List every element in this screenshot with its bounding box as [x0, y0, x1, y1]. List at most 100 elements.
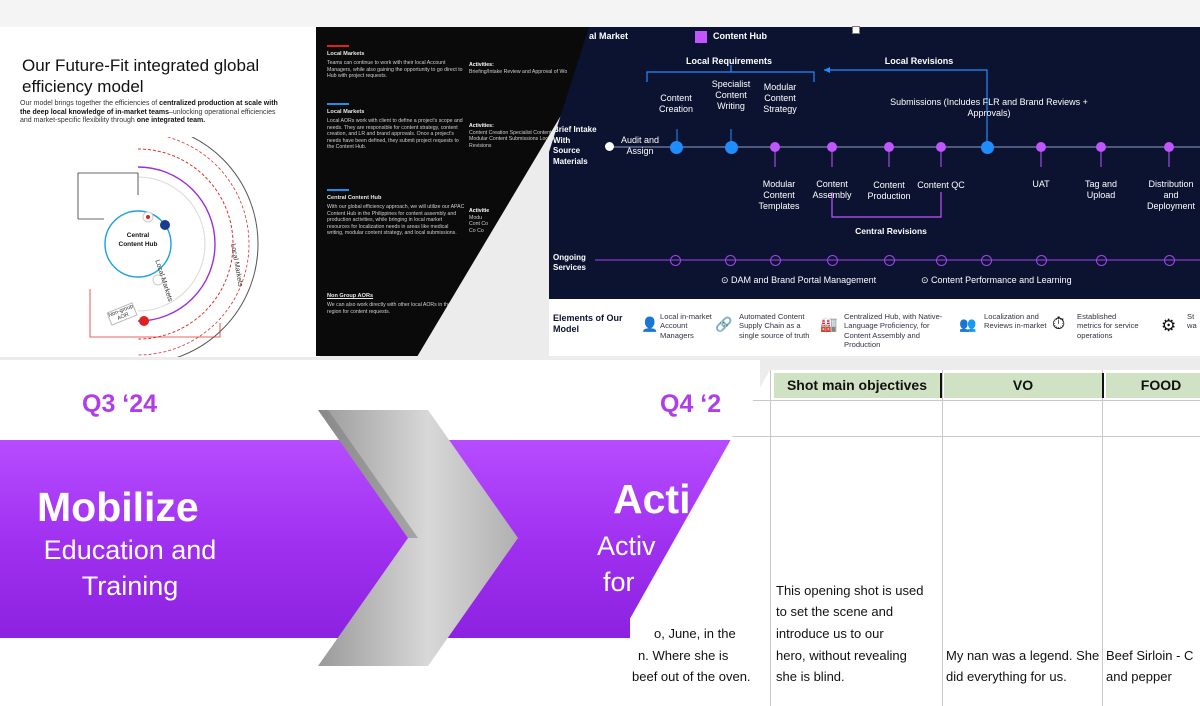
desc-part: Our model brings together the efficienci… — [20, 100, 160, 107]
distribution-label: Distribution and Deployment — [1146, 179, 1196, 211]
blue-divider — [327, 189, 349, 191]
ongoing-node — [725, 255, 736, 266]
content-production-node — [884, 142, 894, 152]
chevron-arrow-icon — [318, 410, 518, 666]
activities-body: Modu Cont Co Co Co — [469, 214, 489, 234]
q3-label: Q3 ‘24 — [82, 390, 158, 418]
content-production-label: Content Production — [867, 180, 911, 201]
ongoing-node — [981, 255, 992, 266]
legend-local-market: al Market — [589, 31, 629, 41]
ongoing-node — [1096, 255, 1107, 266]
section-head: Central Content Hub — [327, 195, 382, 201]
activities-head: Activitie — [469, 208, 490, 214]
activities-body: Briefing/Intake Review and Approval of W… — [469, 68, 568, 75]
desc-bold: one integrated team. — [136, 117, 206, 125]
red-divider — [327, 45, 349, 47]
cell-text[interactable]: o, June, in the — [654, 626, 736, 641]
cell-text[interactable]: to set the scene and — [776, 604, 894, 619]
cell-text[interactable]: she is blind. — [776, 669, 845, 684]
mobilize-subtitle: Education and Training — [43, 535, 217, 601]
section-non-group: Non Group AORs We can also work directly… — [327, 293, 465, 315]
element-text: Centralized Hub, with Native-Language Pr… — [844, 312, 943, 350]
section-head: Local Markets — [327, 51, 365, 57]
cell-text[interactable]: and pepper — [1106, 669, 1172, 684]
performance-text: Content Performance and Learning — [931, 275, 1072, 285]
header-vo[interactable]: VO — [944, 373, 1104, 398]
section-body: We can also work directly with other loc… — [327, 302, 451, 315]
cell-text[interactable]: Beef Sirloin - C — [1106, 648, 1194, 663]
phase-timeline-slide: Q3 ‘24 Q4 ‘2 Mobilize Education and Trai… — [0, 360, 760, 706]
grid-line — [770, 370, 771, 706]
content-assembly-label: Content Assembly — [812, 179, 852, 200]
cell-text[interactable]: introduce us to our — [776, 626, 884, 641]
element-text: Established metrics for service operatio… — [1077, 312, 1139, 340]
model-title: Our Future-Fit integrated global efficie… — [22, 56, 260, 96]
team-icon: 👥 — [959, 316, 977, 332]
section-local-markets-1: Local Markets Teams can continue to work… — [327, 45, 465, 80]
audit-assign-label: Audit and Assign — [620, 135, 660, 156]
cell-text[interactable]: hero, without revealing — [776, 648, 907, 663]
distribution-node — [1164, 142, 1174, 152]
modular-strategy-label: Modular Content Strategy — [763, 82, 797, 114]
section-head: Local Markets — [327, 109, 365, 115]
cell-text[interactable]: This opening shot is used — [776, 583, 924, 598]
local-revisions-label: Local Revisions — [884, 56, 954, 66]
cell-text[interactable]: n. Where she is — [638, 648, 729, 663]
brief-intake-label: Brief Intake With Source Materials — [553, 125, 597, 166]
process-flow-slide: al Market Content Hub Local Requirements… — [549, 27, 1200, 356]
start-dot — [605, 142, 614, 151]
header-shot-objectives[interactable]: Shot main objectives — [774, 373, 942, 398]
section-central-hub: Central Content Hub With our global effi… — [327, 189, 465, 237]
activate-title: Acti — [613, 476, 691, 522]
submissions-label: Submissions (Includes FLR and Brand Revi… — [890, 97, 1088, 118]
section-body: With our global efficiency approach, we … — [327, 204, 465, 237]
activities-2: Activities: Content Creation Specialist … — [469, 123, 569, 149]
ongoing-node — [670, 255, 681, 266]
activities-3: Activitie Modu Cont Co Co Co — [469, 208, 491, 234]
desc-part: –unlocking operational efficiencies and … — [20, 108, 276, 125]
local-requirements-label: Local Requirements — [685, 56, 773, 66]
blue-divider — [327, 103, 349, 105]
cell-text[interactable]: did everything for us. — [946, 669, 1067, 684]
person-icon: 👤 — [641, 316, 659, 332]
cell-text[interactable]: My nan was a legend. She — [946, 648, 1100, 663]
content-qc-label: Content QC — [917, 180, 965, 190]
activities-head: Activities: — [469, 62, 494, 68]
activities-body: Content Creation Specialist Content Modu… — [469, 129, 553, 149]
q4-label: Q4 ‘2 — [660, 390, 722, 418]
future-fit-model-slide: Our Future-Fit integrated global efficie… — [0, 27, 320, 357]
activities-1: Activities: Briefing/Intake Review and A… — [469, 62, 569, 75]
mobilize-title: Mobilize — [37, 484, 199, 530]
desc-bold: centralized production at scale with the… — [20, 100, 278, 116]
ongoing-node — [827, 255, 838, 266]
element-text: Automated Content Supply Chain as a sing… — [739, 312, 810, 340]
ongoing-node — [884, 255, 895, 266]
cell-text[interactable]: beef out of the oven. — [632, 669, 751, 684]
element-text: St wa — [1187, 312, 1197, 331]
uat-node — [1036, 142, 1046, 152]
tag-upload-node — [1096, 142, 1106, 152]
ongoing-services-label: Ongoing Services — [553, 253, 586, 272]
specialist-writing-label: Specialist Content Writing — [711, 79, 751, 111]
ongoing-node — [1036, 255, 1047, 266]
uat-label: UAT — [1032, 179, 1050, 189]
stopwatch-icon: ⏱ — [1052, 314, 1066, 333]
section-body: Local AORs work with client to define a … — [327, 118, 463, 151]
content-qc-node — [936, 142, 946, 152]
activate-subtitle-2: for — [603, 567, 635, 597]
content-creation-label: Content Creation — [658, 93, 694, 114]
content-creation-node — [670, 141, 683, 154]
activate-subtitle-1: Activ — [597, 531, 656, 561]
elements-title: Elements of Our Model — [553, 313, 623, 334]
element-text: Local in-market Account Managers — [660, 312, 712, 340]
resize-handle[interactable] — [852, 26, 860, 34]
gear-icon: ⚙ — [1161, 316, 1177, 335]
element-text: Localization and Reviews in-market — [984, 312, 1047, 331]
chain-icon: 🔗 — [715, 316, 733, 332]
header-food[interactable]: FOOD — [1106, 373, 1200, 398]
ongoing-node — [936, 255, 947, 266]
section-local-markets-2: Local Markets Local AORs work with clien… — [327, 103, 465, 151]
grid-line — [630, 400, 1200, 401]
grid-line — [942, 370, 943, 706]
elements-panel — [549, 299, 1200, 356]
